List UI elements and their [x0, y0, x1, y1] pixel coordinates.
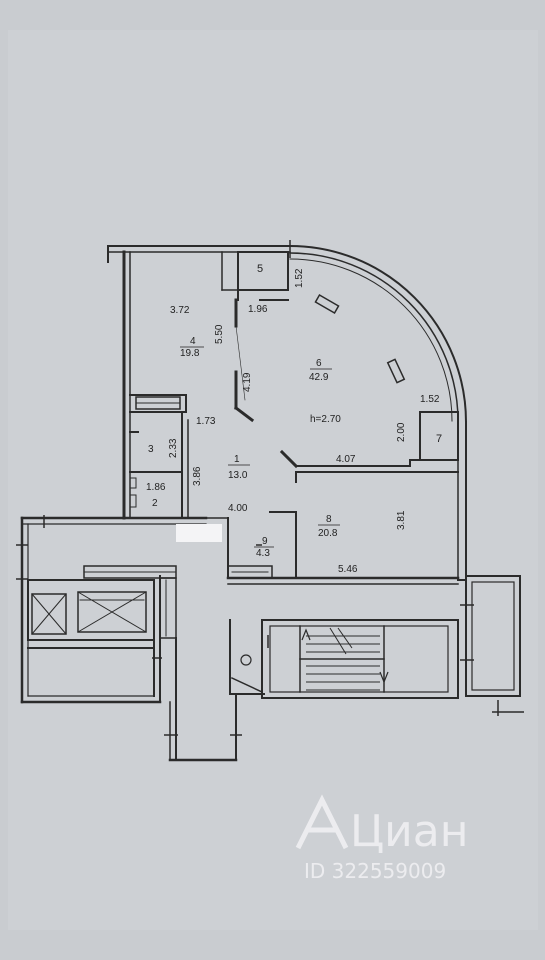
cian-logo-icon — [295, 794, 349, 850]
dim-5-46: 5.46 — [338, 564, 358, 575]
room-number-7: 7 — [436, 433, 442, 445]
fixture-circle — [240, 654, 252, 666]
dim-1-96: 1.96 — [248, 304, 268, 315]
dim-4-00: 4.00 — [228, 503, 248, 514]
stairs — [306, 627, 380, 691]
dim-2-00: 2.00 — [396, 422, 407, 442]
room-area-9: 4.3 — [256, 548, 270, 559]
room-area-8: 20.8 — [318, 528, 338, 539]
room-number-4: 4 — [190, 336, 196, 347]
room-number-6: 6 — [316, 358, 322, 369]
dim-3-72: 3.72 — [170, 305, 190, 316]
dim-3-86: 3.86 — [192, 466, 203, 486]
room-area-4: 19.8 — [180, 348, 200, 359]
dim-3-81: 3.81 — [396, 510, 407, 530]
room-number-2: 2 — [152, 498, 158, 509]
watermark-brand: Циан — [350, 806, 469, 857]
glare — [176, 524, 222, 542]
dim-4-19: 4.19 — [242, 372, 253, 392]
room-number-8: 8 — [326, 514, 332, 525]
dim-5-50: 5.50 — [214, 324, 225, 344]
watermark-id: ID 322559009 — [304, 859, 446, 883]
dim-4-07: 4.07 — [336, 454, 356, 465]
walls — [20, 244, 521, 762]
dim-2-33: 2.33 — [168, 438, 179, 458]
ceiling-height: h=2.70 — [310, 414, 341, 425]
room-area-1: 13.0 — [228, 470, 248, 481]
stair-arrows — [301, 628, 389, 684]
dim-1-52-top: 1.52 — [294, 268, 305, 288]
room-number-9: 9 — [262, 536, 268, 547]
label-rules — [180, 346, 340, 548]
room-area-6: 42.9 — [309, 372, 329, 383]
dim-1-86: 1.86 — [146, 482, 166, 493]
paper-sheet — [8, 30, 538, 930]
room-number-1: 1 — [234, 454, 240, 465]
room-number-5: 5 — [257, 263, 263, 275]
dim-1-52-right: 1.52 — [420, 394, 440, 405]
dim-1-73: 1.73 — [196, 416, 216, 427]
watermark: Циан ID 322559009 — [295, 794, 469, 883]
wall-ticks — [16, 240, 524, 736]
room-number-3: 3 — [148, 444, 154, 455]
